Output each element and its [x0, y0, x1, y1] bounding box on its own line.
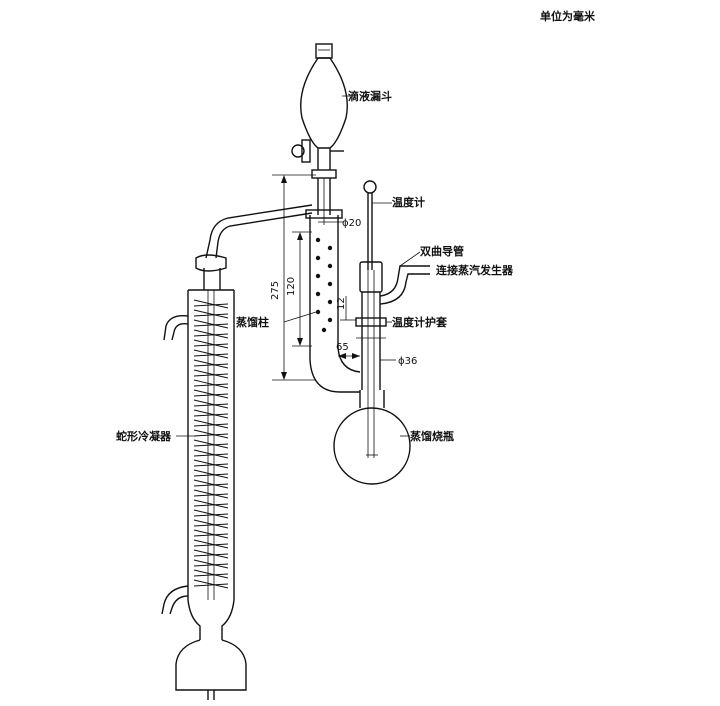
label-flask: 蒸馏烧瓶: [410, 429, 454, 443]
unit-note: 单位为毫米: [540, 9, 596, 23]
distillation-column: [305, 209, 361, 393]
label-steam-generator: 连接蒸汽发生器: [436, 263, 514, 277]
double-bent-tube: [379, 265, 430, 305]
label-thermometer: 温度计: [392, 195, 425, 209]
label-dropping-funnel: 滴液漏斗: [348, 89, 392, 103]
thermometer: [363, 180, 377, 270]
distillation-flask: [333, 390, 411, 485]
dim-d20: ϕ20: [342, 218, 361, 229]
dim-120: 120: [286, 277, 297, 296]
condenser-coil: [193, 299, 229, 589]
dim-275: 275: [270, 281, 281, 300]
label-column: 蒸馏柱: [236, 315, 269, 329]
dropping-funnel: [291, 43, 348, 225]
dim-65: 65: [336, 342, 349, 353]
label-double-bent-tube: 双曲导管: [420, 244, 464, 258]
connecting-side-arm: [205, 204, 313, 259]
column-packing: [315, 237, 333, 333]
coil-condenser: [161, 254, 247, 700]
dimension-lines: [272, 174, 396, 381]
dim-d36: ϕ36: [398, 356, 417, 367]
dim-12: 12: [336, 297, 347, 310]
label-condenser: 蛇形冷凝器: [116, 429, 172, 443]
label-thermometer-sleeve: 温度计护套: [392, 315, 448, 329]
